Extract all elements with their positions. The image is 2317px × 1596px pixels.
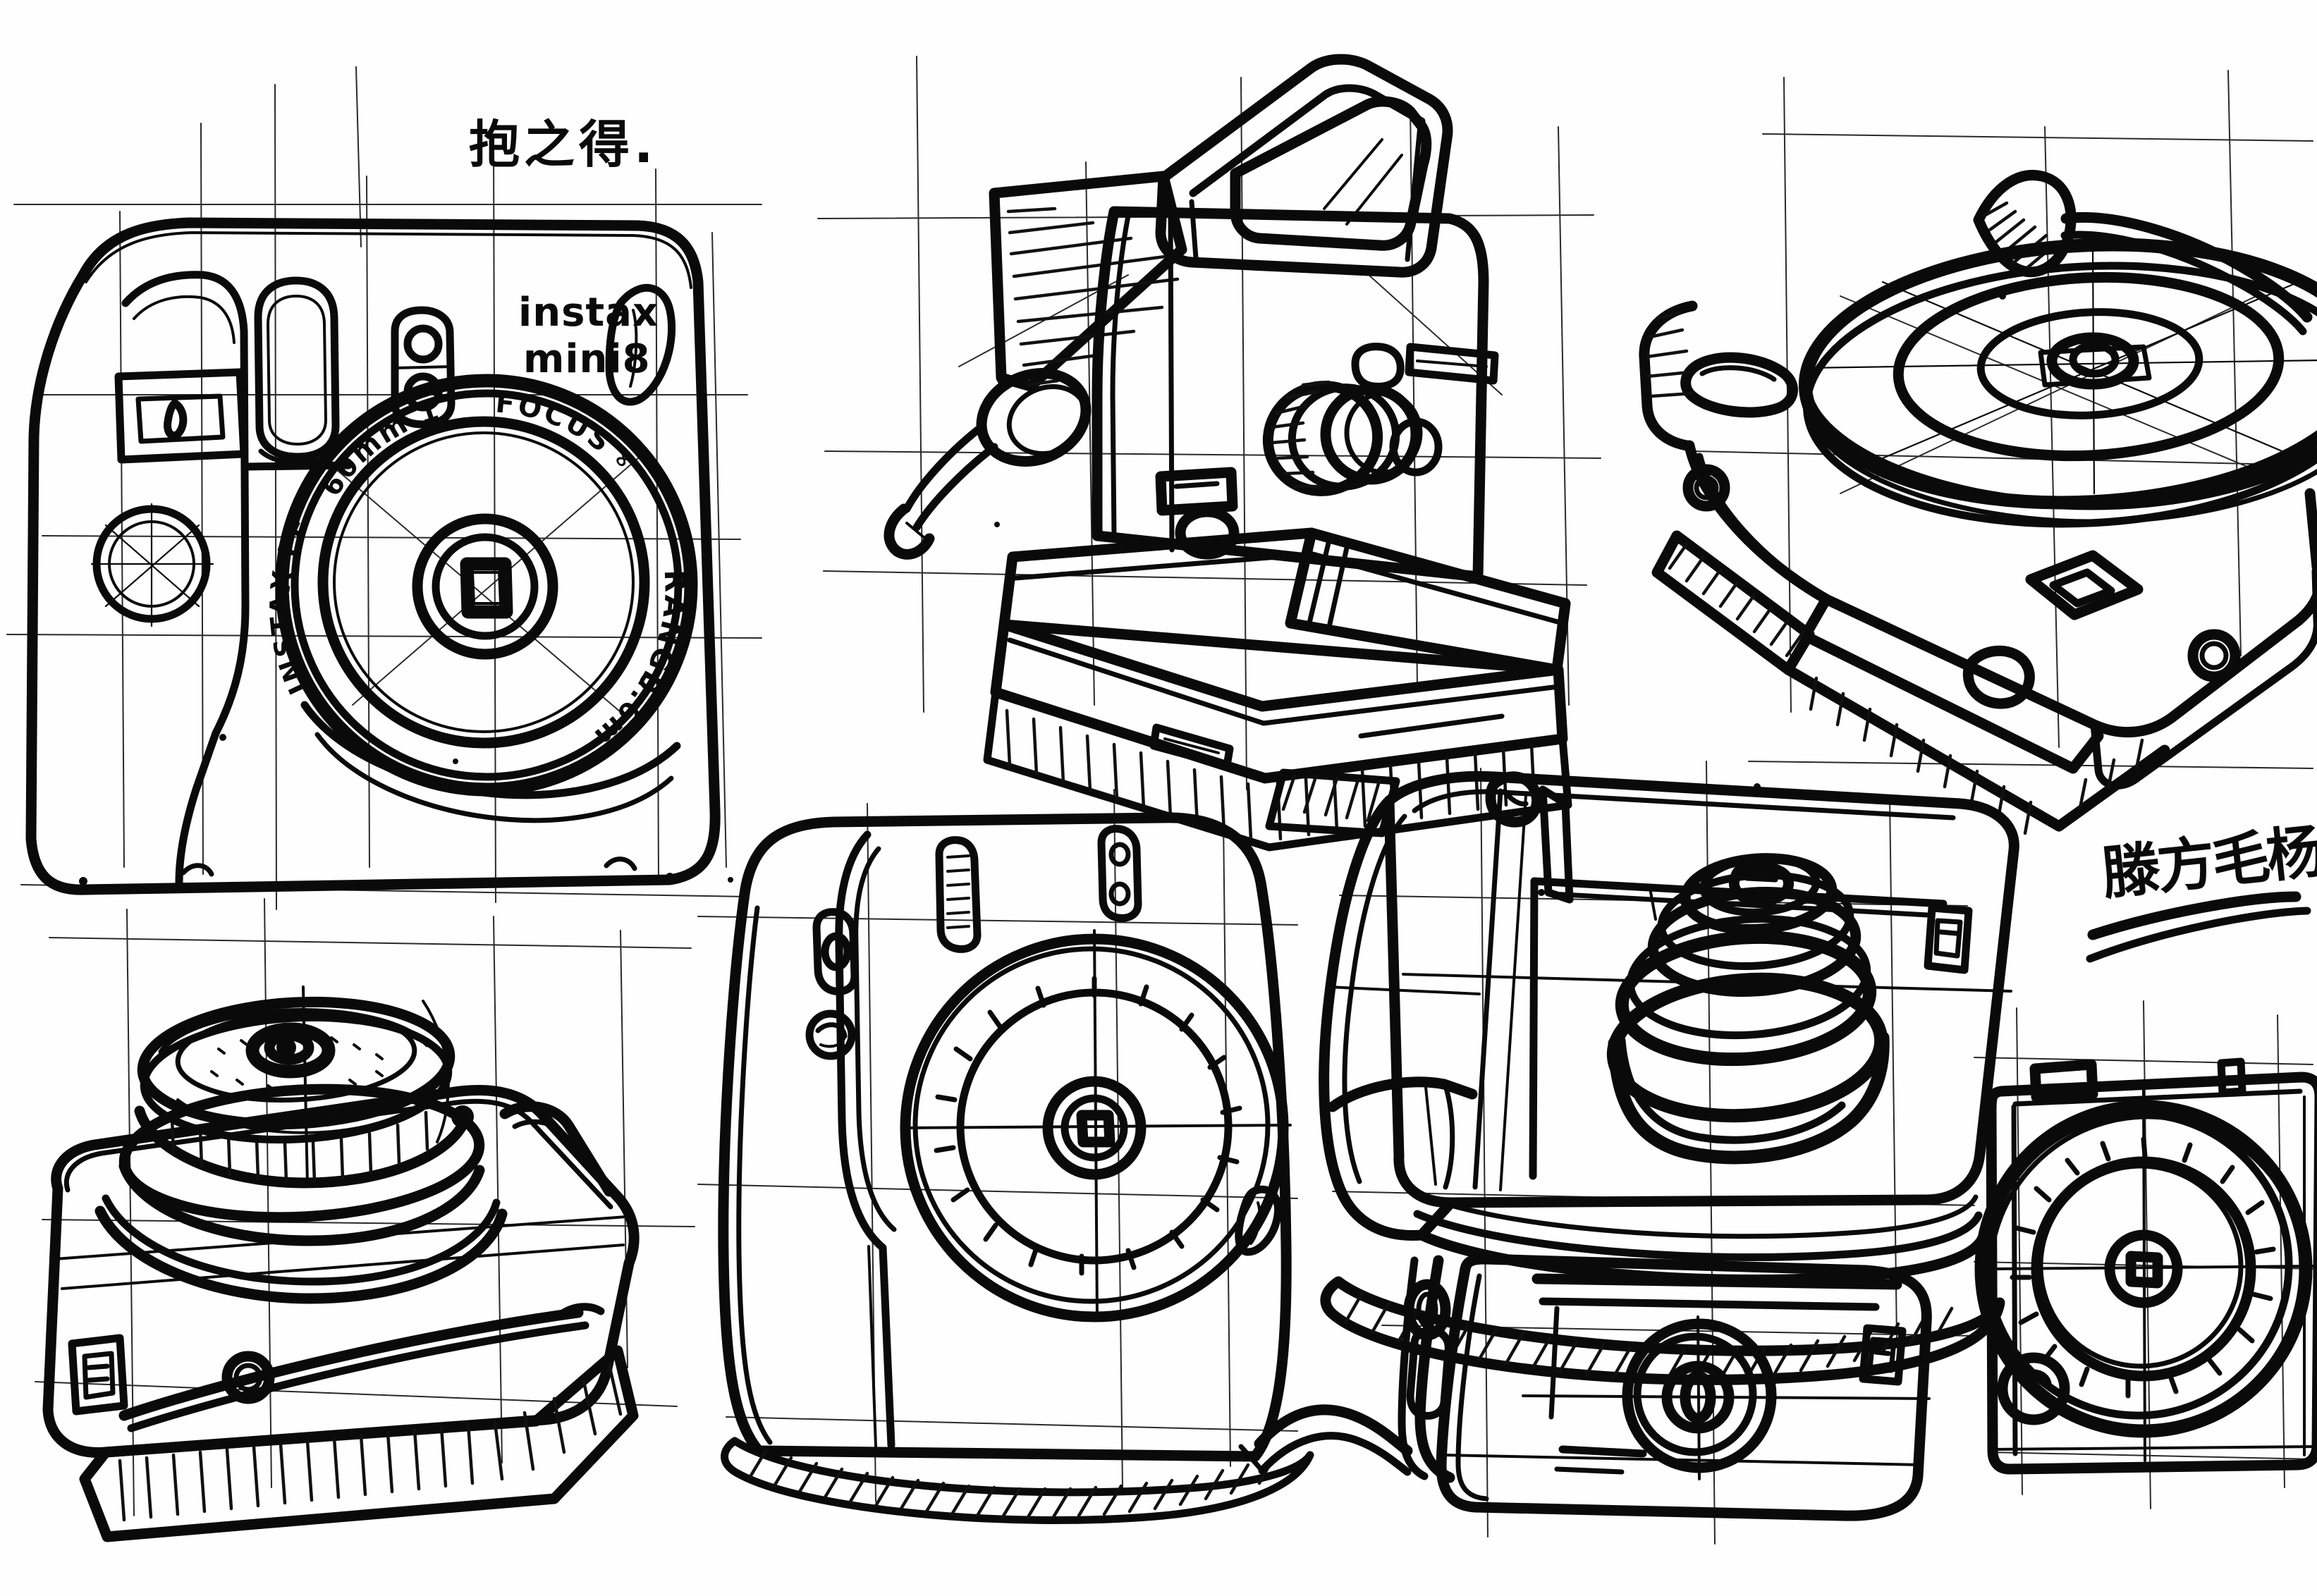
lens-glass-ring [412,513,558,660]
lower-body-slab [1684,440,2317,790]
lens-target [900,929,1292,1322]
film-cartridge-slab [998,527,1571,675]
flash-window [114,368,248,464]
grip-panel-highlight [133,295,236,344]
sketch-disc-top-view [1639,170,2317,835]
sketch-front-rounded-body [718,812,1314,1524]
mode-window [1155,467,1238,516]
ground-shadow [721,1437,1314,1524]
side-round-button [805,1009,856,1060]
lens-barrel-shadow [300,701,681,799]
lens-inner-ring [317,416,650,749]
side-button-panel [812,908,859,995]
sheet-heading-cjk: 抱之得. [469,115,657,174]
grip-panel-edge [121,271,250,887]
body-foot-left [181,863,214,877]
body-foot-right [604,857,637,871]
ink-dot [79,877,87,885]
top-disc [1798,238,2317,528]
side-handle-loop [1639,300,1798,512]
brand-instax-label: instax [518,290,659,336]
lens-center-glyph [460,557,513,619]
lens-turret [94,986,508,1304]
brand-mini8-label: mini8 [523,336,651,382]
base-hatch-shadow [79,1345,639,1542]
lens-cylinder [1606,853,1890,1165]
strap-cord [1238,1404,1413,1476]
body-top-inner [85,231,692,289]
lens-assembly [275,374,698,823]
sketch-isometric-deck [1265,768,2019,1385]
viewfinder-window [243,276,353,471]
sketch-square-front-lens [1974,1057,2317,1475]
hatched-side-panel [989,171,1187,392]
grip-cap [499,1101,615,1197]
grip-panel [835,830,895,1449]
viewfinder-slot [935,836,982,953]
secondary-lens [884,368,1092,560]
viewfinder-hood [1155,54,1453,278]
artist-signature: 滕方毛杨 [2086,818,2317,963]
camera-front-face [1092,206,1499,582]
sketch-polaroid-three-quarter [884,54,1572,852]
sensor-button [1997,1352,2070,1425]
ink-dot [219,734,226,741]
sketch-low-angle-body [42,986,640,1542]
ink-dot [666,873,674,881]
lens-barrel [1262,380,1443,496]
corner-hatch-band [1265,768,1400,837]
lens-circles [1974,1084,2317,1462]
body-silhouette [718,812,1292,1462]
side-body [1398,1253,1932,1521]
shutter-button [605,283,676,406]
camera-body-outline [25,217,721,895]
sensor-dial [90,503,214,627]
ink-speckle [453,293,2006,896]
disc-side-wall [1799,381,2317,510]
left-side-wall [1319,771,1574,1241]
flash-module [1097,825,1142,922]
sketch-side-profile-strap [1238,1253,1932,1521]
edge-shutter [1235,1185,1283,1256]
lens-outer-ring [275,374,698,797]
